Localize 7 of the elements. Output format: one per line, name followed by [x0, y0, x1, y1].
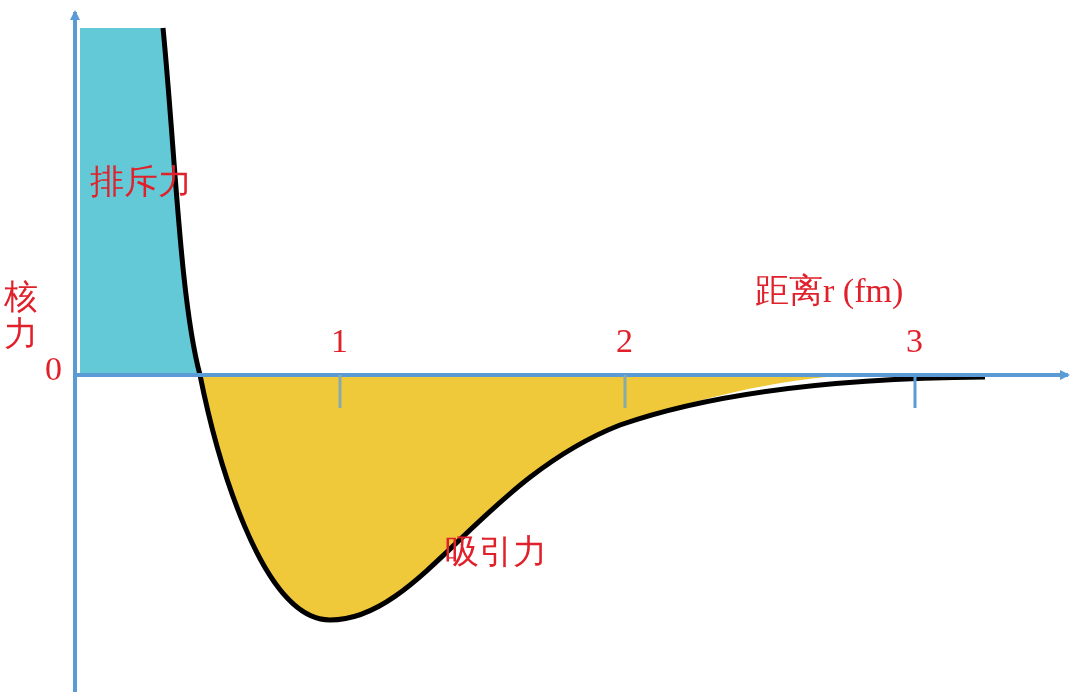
axis-title: 距离r (fm) [755, 272, 904, 310]
tick-label: 1 [331, 322, 348, 360]
axis-title: 核力 [4, 278, 38, 353]
tick-label: 0 [45, 350, 62, 388]
tick-label: 2 [616, 322, 633, 360]
region-label: 吸引力 [445, 533, 547, 571]
tick-label: 3 [906, 322, 923, 360]
